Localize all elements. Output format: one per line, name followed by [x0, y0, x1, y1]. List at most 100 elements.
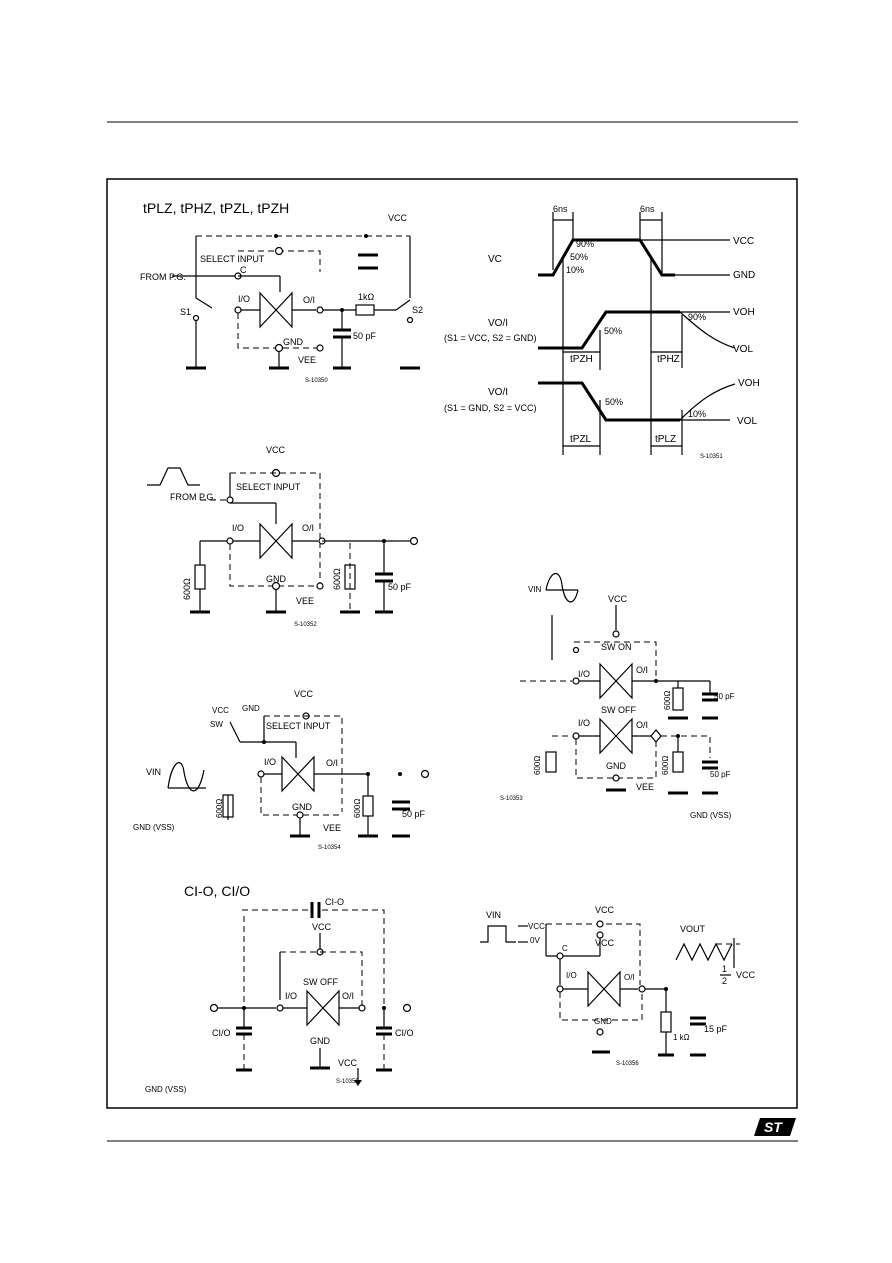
- panel5-vin: VIN: [146, 767, 161, 777]
- panel4-vin: VIN: [528, 585, 542, 594]
- timing-voi-2: VO/I: [488, 387, 508, 398]
- panel7-vcc-top: VCC: [595, 905, 615, 915]
- panel7-oi: O/I: [624, 973, 635, 982]
- panel6-vcc: VCC: [312, 922, 332, 932]
- timing-tpzh: tPZH: [570, 354, 593, 365]
- panel3-gnd: GND: [266, 574, 287, 584]
- panel7-half-num: 1: [722, 964, 727, 974]
- panel6-code: S-10355: [336, 1079, 359, 1085]
- panel7-half-vcc: VCC: [736, 970, 756, 980]
- panel1-title: tPLZ, tPHZ, tPZL, tPZH: [143, 200, 289, 216]
- panel7-cap: 15 pF: [704, 1024, 728, 1034]
- panel1-s1: S1: [180, 307, 191, 317]
- panel3-transmission-gate: [259, 523, 293, 559]
- timing-vol-1: VOL: [733, 344, 753, 355]
- panel4-res1: 600Ω: [663, 691, 672, 710]
- panel-control-feedthrough-circuit: VCC VCC GND SW SELECT INPUT VIN I/O O/I …: [133, 689, 430, 851]
- panel4-io2: I/O: [578, 718, 590, 728]
- panel4-io1: I/O: [578, 669, 590, 679]
- panel6-cap-top: CI-O: [325, 897, 344, 907]
- panel5-io: I/O: [264, 757, 276, 767]
- panel1-io: I/O: [238, 294, 250, 304]
- timing-voh-1: VOH: [733, 307, 755, 318]
- panel5-gnd: GND: [292, 802, 313, 812]
- panel1-resistor: 1kΩ: [358, 292, 375, 302]
- panel-switching-time-circuit: tPLZ, tPHZ, tPZL, tPZH VCC SELECT INPUT …: [140, 200, 423, 384]
- panel3-cap: 50 pF: [388, 582, 412, 592]
- panel3-from-pg: FROM P.G.: [170, 492, 216, 502]
- panel7-vin: VIN: [486, 910, 501, 920]
- panel3-select-input: SELECT INPUT: [236, 482, 301, 492]
- panel5-vcc-switch: VCC: [212, 706, 229, 715]
- panel1-vcc: VCC: [388, 213, 408, 223]
- timing-50pct-b: 50%: [604, 326, 622, 336]
- panel4-gnd: GND: [606, 761, 627, 771]
- timing-tpzl: tPZL: [570, 434, 592, 445]
- timing-10pct-b: 10%: [688, 409, 706, 419]
- timing-10pct: 10%: [566, 265, 584, 275]
- panel3-code: S-10352: [294, 622, 317, 628]
- st-logo-text: ST: [764, 1119, 783, 1135]
- panel6-cap-right: CI/O: [395, 1028, 414, 1038]
- timing-tplz: tPLZ: [655, 434, 676, 445]
- timing-50pct: 50%: [570, 252, 588, 262]
- panel4-sw-on: SW ON: [601, 642, 632, 652]
- panel5-sw: SW: [210, 720, 223, 729]
- panel-bandwidth-circuit: VIN VCC 0V VCC VCC C I/O O/I 1 kΩ 15 pF: [480, 905, 756, 1067]
- panel6-oi: O/I: [342, 991, 354, 1001]
- panel7-res: 1 kΩ: [673, 1033, 690, 1042]
- panel4-vee: VEE: [636, 782, 654, 792]
- panel5-gnd-vss: GND (VSS): [133, 823, 175, 832]
- panel4-res2: 600Ω: [661, 756, 670, 775]
- st-logo: ST: [754, 1118, 796, 1136]
- panel4-gate-off: [599, 718, 633, 754]
- panel6-cap-left: CI/O: [212, 1028, 231, 1038]
- timing-50pct-c: 50%: [605, 397, 623, 407]
- timing-gnd: GND: [733, 270, 755, 281]
- panel7-gnd: GND: [594, 1017, 612, 1026]
- panel3-oi: O/I: [302, 523, 314, 533]
- panel1-cap: 50 pF: [353, 331, 377, 341]
- panel3-vee: VEE: [296, 596, 314, 606]
- timing-tphz: tPHZ: [657, 354, 680, 365]
- panel7-code: S-10356: [616, 1061, 639, 1067]
- panel7-zero-v: 0V: [530, 936, 540, 945]
- panel4-res-left: 600Ω: [533, 756, 542, 775]
- panel5-res2: 600Ω: [353, 799, 362, 818]
- panel3-vcc: VCC: [266, 445, 286, 455]
- panel5-gnd-label: GND: [242, 704, 260, 713]
- panel5-vcc: VCC: [294, 689, 314, 699]
- panel4-oi1: O/I: [636, 665, 648, 675]
- panel4-oi2: O/I: [636, 720, 648, 730]
- panel7-transmission-gate: [587, 971, 621, 1007]
- panel5-cap: 50 pF: [402, 809, 426, 819]
- panel4-cap1: 50 pF: [714, 692, 735, 701]
- panel3-res2: 600Ω: [332, 568, 342, 590]
- panel7-vout: VOUT: [680, 924, 706, 934]
- panel1-c-pin: C: [240, 265, 247, 275]
- panel7-half-den: 2: [722, 976, 727, 986]
- panel4-sw-off: SW OFF: [601, 705, 636, 715]
- timing-6ns-1: 6ns: [553, 204, 568, 214]
- timing-vcc: VCC: [733, 236, 754, 247]
- timing-cond-2: (S1 = GND, S2 = VCC): [444, 403, 537, 413]
- panel6-io: I/O: [285, 991, 297, 1001]
- panel1-oi: O/I: [303, 295, 315, 305]
- panel4-cap2: 50 pF: [710, 770, 731, 779]
- panel6-gnd: GND: [310, 1036, 331, 1046]
- panel1-s2: S2: [412, 305, 423, 315]
- panel4-gnd-vss: GND (VSS): [690, 811, 732, 820]
- panel1-vee: VEE: [298, 355, 316, 365]
- panel1-transmission-gate: [259, 292, 293, 328]
- timing-vol-2: VOL: [737, 416, 757, 427]
- panel6-title: CI-O, CI/O: [184, 883, 250, 899]
- panel6-vcc2: VCC: [338, 1058, 358, 1068]
- panel5-transmission-gate: [281, 756, 315, 792]
- figure-frame: [106, 178, 798, 1109]
- panel1-gnd: GND: [283, 337, 304, 347]
- panel5-code: S-10354: [318, 845, 341, 851]
- panel5-select-input: SELECT INPUT: [266, 721, 331, 731]
- panel4-gate-on: [599, 663, 633, 699]
- panel3-io: I/O: [232, 523, 244, 533]
